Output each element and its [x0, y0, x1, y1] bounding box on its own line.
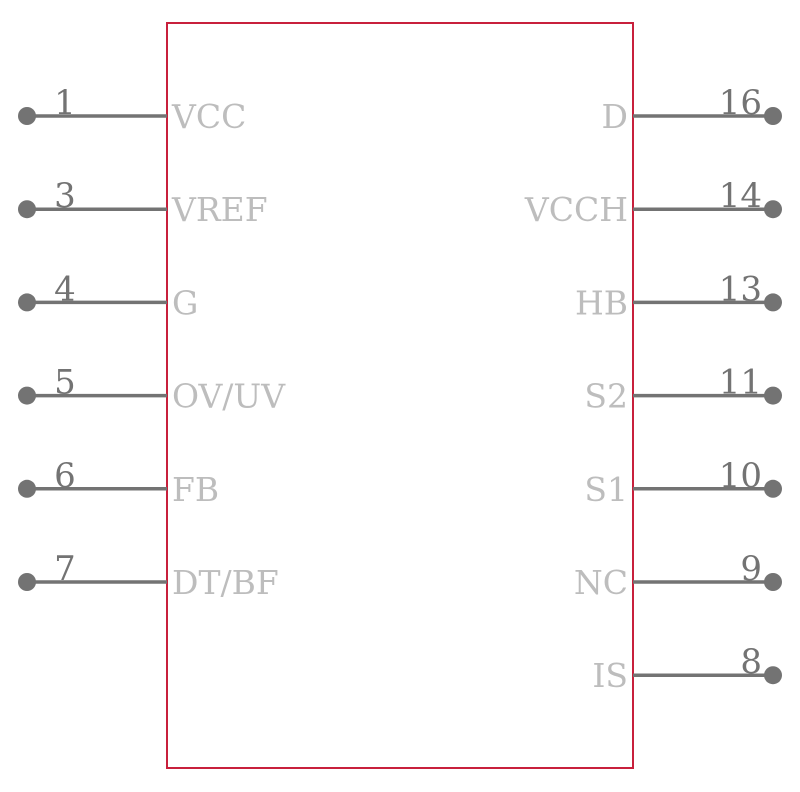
pin-endpoint-dot: [764, 200, 782, 219]
pin-label: FB: [172, 470, 219, 509]
pin-1: 1 VCC: [18, 83, 246, 136]
pin-number: 6: [54, 456, 76, 496]
pin-endpoint-dot: [18, 107, 36, 125]
pin-13: 13 HB: [575, 269, 782, 322]
pin-number: 10: [719, 456, 762, 496]
pin-number: 3: [54, 176, 76, 216]
pin-number: 5: [54, 363, 76, 403]
pin-label: S1: [584, 470, 628, 509]
pin-number: 8: [740, 642, 762, 682]
pin-5: 5 OV/UV: [18, 363, 286, 416]
pin-endpoint-dot: [764, 479, 782, 498]
pin-number: 16: [719, 83, 762, 123]
pin-label: VCC: [171, 97, 246, 136]
pin-endpoint-dot: [18, 200, 36, 219]
pin-label: VCCH: [524, 190, 628, 229]
pin-7: 7 DT/BF: [18, 549, 279, 602]
pin-endpoint-dot: [764, 666, 782, 685]
pin-10: 10 S1: [584, 456, 782, 509]
pin-11: 11 S2: [584, 363, 782, 416]
pin-endpoint-dot: [18, 293, 36, 312]
pin-label: D: [602, 97, 628, 136]
pin-endpoint-dot: [18, 573, 36, 591]
pin-label: G: [172, 283, 198, 322]
pin-number: 13: [719, 269, 762, 309]
pin-number: 14: [719, 176, 762, 216]
pin-14: 14 VCCH: [524, 176, 782, 229]
pin-endpoint-dot: [764, 107, 782, 125]
pin-endpoint-dot: [764, 293, 782, 312]
pin-number: 9: [740, 549, 762, 589]
pin-endpoint-dot: [764, 573, 782, 591]
pin-label: DT/BF: [172, 563, 279, 602]
pin-label: NC: [574, 563, 628, 602]
pin-endpoint-dot: [18, 386, 36, 405]
pin-label: HB: [575, 283, 628, 322]
pin-endpoint-dot: [18, 479, 36, 498]
pin-9: 9 NC: [574, 549, 782, 602]
pin-label: S2: [584, 377, 628, 416]
pin-16: 16 D: [602, 83, 782, 136]
pin-label: IS: [592, 656, 628, 695]
pin-3: 3 VREF: [18, 176, 268, 229]
pin-number: 4: [54, 269, 76, 309]
pin-number: 7: [54, 549, 76, 589]
pin-number: 11: [719, 363, 762, 403]
pin-number: 1: [54, 83, 76, 123]
right-pin-group: 16 D 14 VCCH 13 HB 11 S2 10 S1 9 NC 8 IS: [524, 83, 782, 695]
pin-label: OV/UV: [172, 377, 286, 416]
pin-6: 6 FB: [18, 456, 219, 509]
pin-8: 8 IS: [592, 642, 782, 695]
pin-label: VREF: [171, 190, 268, 229]
pin-endpoint-dot: [764, 386, 782, 405]
